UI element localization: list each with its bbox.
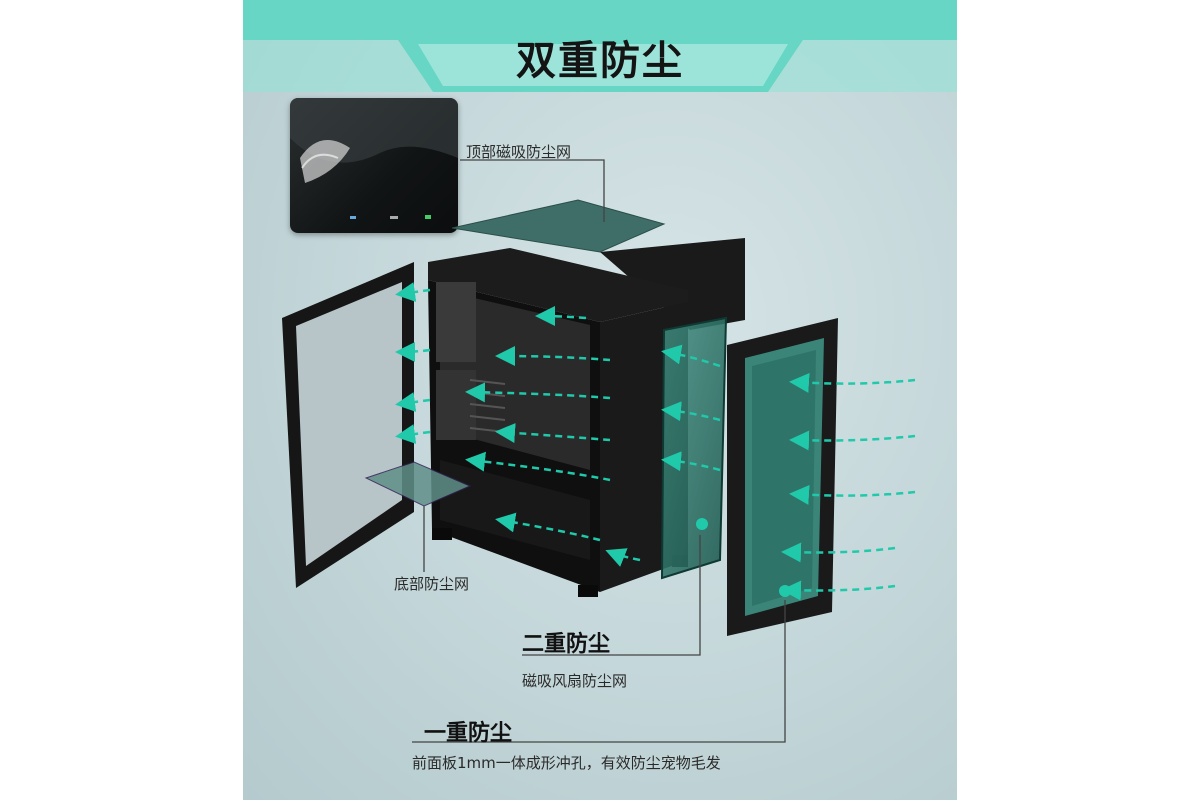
top-filter-photo: [290, 98, 458, 233]
title-band: [243, 0, 957, 92]
filter-photo-illustration: [290, 98, 458, 219]
page-title: 双重防尘: [516, 38, 684, 84]
left-glass-panel: [282, 262, 414, 588]
bottom-dust-filter: [364, 461, 472, 507]
fan-filter-marker: [696, 518, 708, 530]
rear-side-panel: [600, 238, 745, 330]
second-layer-desc: 磁吸风扇防尘网: [522, 672, 628, 690]
top-filter-label: 顶部磁吸防尘网: [466, 143, 572, 161]
second-layer-title: 二重防尘: [522, 632, 611, 657]
first-layer-desc: 前面板1mm一体成形冲孔，有效防尘宠物毛发: [412, 754, 721, 772]
case-body: [428, 248, 688, 597]
front-panel: [727, 318, 838, 636]
airflow-arrows: [395, 282, 916, 601]
first-layer-title: 一重防尘: [424, 721, 513, 746]
bottom-filter-label: 底部防尘网: [394, 575, 470, 593]
magnetic-fan-filter: [660, 316, 728, 580]
front-panel-marker: [779, 585, 791, 597]
top-dust-filter: [451, 199, 666, 253]
leader-lines: [412, 159, 786, 743]
